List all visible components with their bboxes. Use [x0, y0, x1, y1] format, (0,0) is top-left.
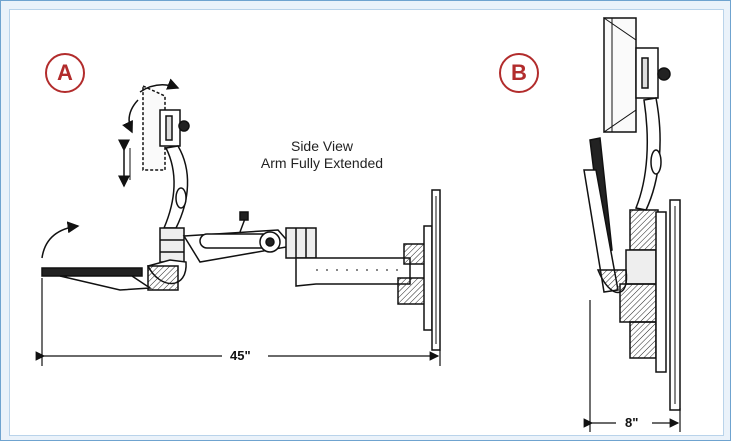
monitor-tilted-ghost — [142, 84, 166, 171]
dimension-line-extended — [35, 278, 441, 366]
dimension-extended-label: 45" — [227, 348, 254, 363]
forearm — [295, 257, 411, 287]
keyboard-tray — [41, 267, 143, 277]
label-a-badge: A — [45, 53, 85, 93]
view-a-arm — [41, 78, 441, 351]
tilt-arrow-icon — [139, 78, 180, 93]
monitor-b — [603, 17, 637, 133]
swing-arrow-icon — [41, 221, 80, 259]
rotate-arrow-icon — [122, 99, 139, 134]
view-b-arm — [583, 17, 681, 411]
label-b-badge: B — [499, 53, 539, 93]
dimension-line-folded — [583, 300, 681, 432]
caption-line-2: Arm Fully Extended — [260, 155, 384, 171]
caption-line-1: Side View — [290, 138, 353, 154]
side-view-caption: Side View Arm Fully Extended — [232, 138, 412, 172]
dimension-folded-label: 8" — [622, 415, 642, 430]
arm-post — [162, 145, 189, 229]
